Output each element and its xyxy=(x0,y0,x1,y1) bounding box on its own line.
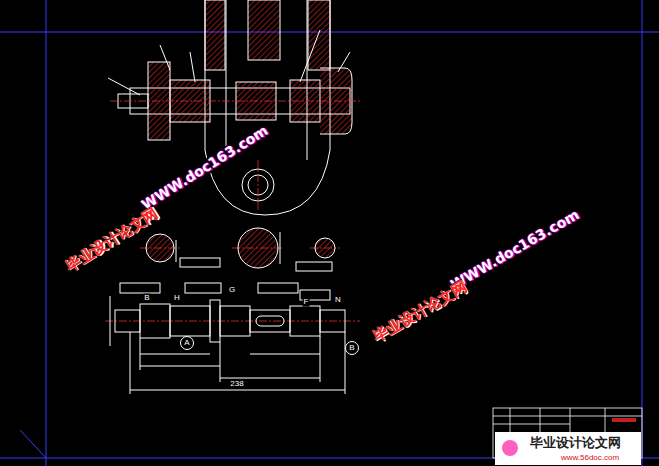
table-line xyxy=(540,408,541,432)
leader-line xyxy=(190,52,195,82)
shaft-section xyxy=(238,228,278,268)
logo-url: www.56doc.com xyxy=(561,454,619,463)
shaft-step xyxy=(320,310,345,332)
inner-shaft xyxy=(248,0,280,60)
shaft-step xyxy=(170,306,210,336)
table-line xyxy=(493,424,570,425)
shaft-section xyxy=(146,234,174,262)
dimension-line xyxy=(130,390,345,391)
shaft-step xyxy=(140,304,170,338)
table-line xyxy=(605,408,606,432)
datum-circle: A xyxy=(180,336,194,350)
tolerance-frame xyxy=(180,258,220,267)
tolerance-frame xyxy=(258,283,298,293)
datum-letter: A xyxy=(184,339,189,347)
shaft-section xyxy=(315,238,335,258)
dimension-line xyxy=(220,378,320,379)
shaft-step xyxy=(115,310,140,332)
frame-line xyxy=(642,0,643,466)
table-line xyxy=(510,408,511,432)
shaft-step xyxy=(290,306,320,336)
watermark: 毕业设计论文网 xyxy=(63,205,161,275)
datum-circle: B xyxy=(345,341,359,355)
table-line xyxy=(570,408,571,432)
section-letter: B xyxy=(143,294,150,303)
shaft-collar xyxy=(210,300,220,342)
title-mark xyxy=(612,418,636,422)
dimension-line xyxy=(280,232,281,264)
logo-panel xyxy=(495,432,641,465)
logo-icon xyxy=(502,440,518,456)
shaft-step xyxy=(220,306,250,336)
housing-wall xyxy=(308,0,330,70)
dimension-line xyxy=(176,240,177,262)
dimension-text: 238 xyxy=(229,380,244,389)
watermark: 毕业设计论文网 xyxy=(370,279,469,346)
leader-line xyxy=(300,30,320,82)
center-line xyxy=(110,101,360,102)
section-letter: N xyxy=(334,296,342,305)
housing-wall xyxy=(205,0,225,70)
dimension-line xyxy=(140,366,220,367)
keyway xyxy=(256,316,284,326)
section-views xyxy=(146,228,335,271)
assembly-view xyxy=(108,0,352,215)
dimension-line xyxy=(140,354,210,355)
center-line xyxy=(258,160,259,210)
leader-line xyxy=(108,78,140,95)
center-line xyxy=(105,321,360,322)
tolerance-frame xyxy=(185,283,221,293)
logo-text: 毕业设计论文网 xyxy=(530,436,621,450)
extension-line xyxy=(320,336,321,382)
housing-outline xyxy=(205,0,330,215)
shaft-view xyxy=(110,283,345,394)
extension-line xyxy=(345,332,346,394)
tolerance-frame xyxy=(120,283,160,293)
table-line xyxy=(493,416,642,417)
section-letter: G xyxy=(228,286,236,295)
watermark: WWW.doc163.com xyxy=(448,207,582,293)
frame-line xyxy=(20,430,46,458)
frame-line xyxy=(46,0,47,466)
leader-line xyxy=(160,45,170,70)
dimension-line xyxy=(110,296,111,346)
bore-line xyxy=(226,0,227,160)
dimension-line xyxy=(250,354,320,355)
extension-line xyxy=(130,332,131,394)
leader-line xyxy=(338,52,350,72)
section-letter: F xyxy=(303,298,310,307)
tolerance-frame xyxy=(296,262,332,271)
shaft-step xyxy=(250,310,290,332)
datum-letter: B xyxy=(349,344,354,352)
extension-line xyxy=(220,342,221,382)
section-letter: H xyxy=(173,294,181,303)
